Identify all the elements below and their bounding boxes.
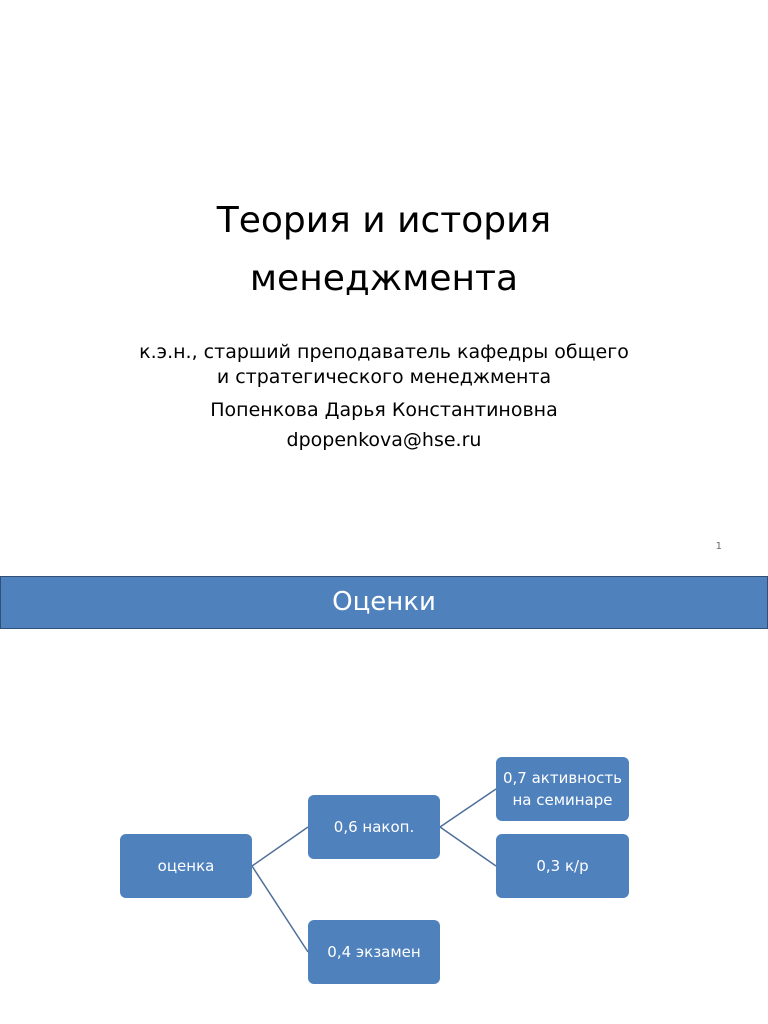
title-slide: Теория и история менеджмента к.э.н., ста… (0, 192, 768, 552)
node-test-label: 0,3 к/р (536, 857, 589, 875)
node-test: 0,3 к/р (496, 834, 629, 898)
grades-slide: Оценки оценка 0,6 накоп. 0,4 экзамен 0,7… (0, 576, 768, 1024)
node-seminar-activity-line-1: 0,7 активность (502, 769, 622, 787)
affiliation-line-2: и стратегического менеджмента (216, 366, 552, 388)
page-number: 1 (715, 541, 722, 552)
slide-title-banner: Оценки (0, 576, 768, 629)
node-exam: 0,4 экзамен (308, 920, 440, 984)
presentation-title: Теория и история менеджмента (0, 192, 768, 308)
title-line-2: менеджмента (249, 258, 519, 299)
node-seminar-activity-label: 0,7 активность на семинаре (503, 767, 622, 811)
author-email: dpopenkova@hse.ru (0, 426, 768, 454)
author-affiliation: к.э.н., старший преподаватель кафедры об… (0, 340, 768, 390)
node-accumulated-label: 0,6 накоп. (333, 818, 415, 836)
node-grade: оценка (120, 834, 252, 898)
connector-accumulated-activity (439, 788, 497, 828)
author-name-text: Попенкова Дарья Константиновна (210, 399, 558, 421)
node-seminar-activity: 0,7 активность на семинаре (496, 757, 629, 821)
node-exam-label: 0,4 экзамен (327, 943, 421, 961)
connector-root-exam (251, 865, 309, 953)
diagram-connectors (251, 788, 497, 953)
author-email-text: dpopenkova@hse.ru (286, 429, 482, 451)
affiliation-line-1: к.э.н., старший преподаватель кафедры об… (139, 341, 629, 363)
connector-accumulated-test (439, 826, 497, 867)
title-line-1: Теория и история (216, 200, 552, 241)
connector-root-accumulated (251, 826, 309, 867)
node-accumulated: 0,6 накоп. (308, 795, 440, 859)
node-seminar-activity-line-2: на семинаре (512, 791, 613, 809)
slide-title: Оценки (332, 587, 436, 617)
author-name: Попенкова Дарья Константиновна (0, 396, 768, 424)
node-grade-label: оценка (157, 857, 215, 875)
